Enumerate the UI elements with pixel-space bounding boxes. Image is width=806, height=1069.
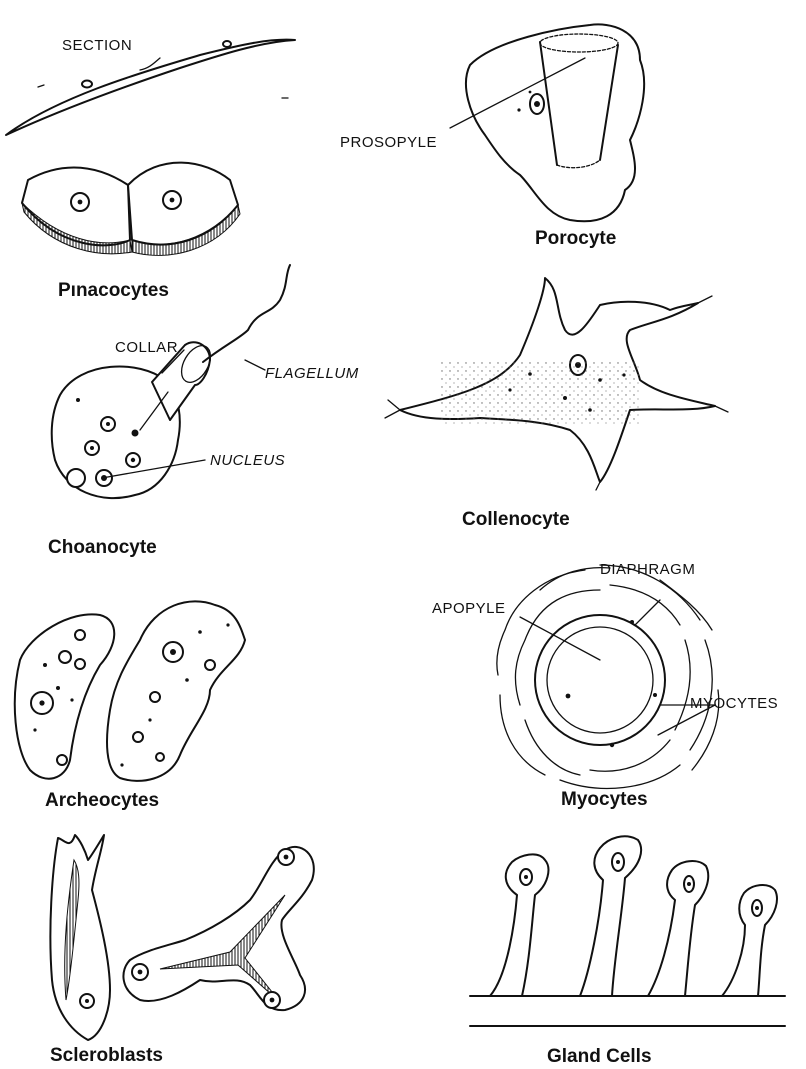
flagellum-label: FLAGELLUM (265, 365, 359, 382)
myocytes-caption: Myocytes (561, 789, 648, 810)
diaphragm-label: DIAPHRAGM (600, 561, 695, 578)
collenocyte-figure: Collenocyte (385, 278, 728, 530)
scleroblasts-caption: Scleroblasts (50, 1045, 163, 1066)
collar-label: COLLAR (115, 339, 178, 356)
gland-cells-caption: Gland Cells (547, 1046, 652, 1067)
pinacocyte-section-figure: SECTION (6, 37, 295, 135)
gland-cells-figure: Gland Cells (470, 836, 785, 1067)
choanocyte-caption: Choanocyte (48, 537, 157, 558)
prosopyle-label: PROSOPYLE (340, 134, 437, 151)
porocyte-caption: Porocyte (535, 228, 616, 249)
myocytes-label: MYOCYTES (690, 695, 778, 712)
pinacocytes-figure: Pınacocytes (22, 163, 240, 301)
pinacocytes-caption: Pınacocytes (58, 280, 169, 301)
archeocytes-caption: Archeocytes (45, 790, 159, 811)
myocytes-figure: APOPYLE DIAPHRAGM MYOCYTES Myocytes (432, 561, 778, 810)
porocyte-figure: PROSOPYLE Porocyte (340, 24, 644, 249)
scleroblasts-figure: Scleroblasts (50, 835, 314, 1066)
nucleus-label: NUCLEUS (210, 452, 285, 469)
section-label: SECTION (62, 37, 132, 54)
choanocyte-figure: COLLAR FLAGELLUM NUCLEUS Choanocyte (48, 265, 359, 558)
archeocytes-figure: Archeocytes (15, 601, 245, 811)
collenocyte-caption: Collenocyte (462, 509, 570, 530)
apopyle-label: APOPYLE (432, 600, 506, 617)
